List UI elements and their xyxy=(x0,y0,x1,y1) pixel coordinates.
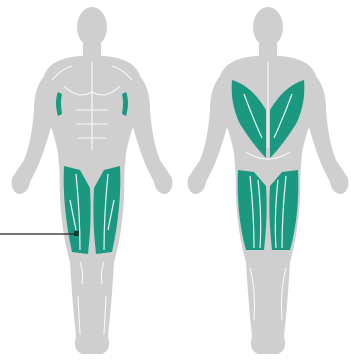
front-body-silhouette xyxy=(12,7,173,354)
front-figure xyxy=(0,7,172,354)
back-figure xyxy=(188,7,349,354)
back-body-silhouette xyxy=(188,7,349,354)
callout-marker xyxy=(74,231,79,236)
